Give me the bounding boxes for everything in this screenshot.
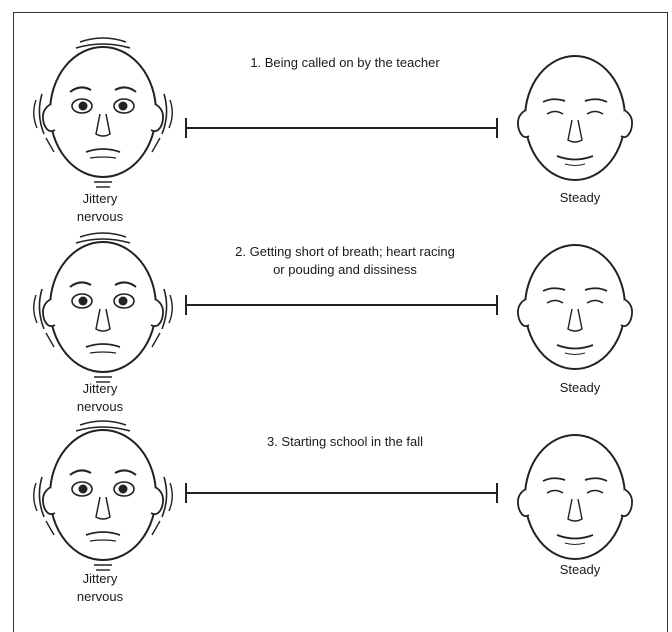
- left-label-line-1: Jittery: [82, 381, 118, 396]
- left-anchor-label: Jittery nervous: [60, 380, 140, 416]
- nervous-face-icon: [28, 413, 178, 573]
- left-anchor-label: Jittery nervous: [60, 190, 140, 226]
- calm-face-icon: [505, 427, 645, 567]
- left-label-line-2: nervous: [76, 399, 124, 414]
- scale-item-3: 3. Starting school in the fall Jittery n…: [0, 415, 672, 615]
- scale-prompt: 3. Starting school in the fall: [200, 433, 490, 451]
- prompt-line-2: or pouding and dissiness: [273, 262, 417, 277]
- left-label-line-1: Jittery: [82, 571, 118, 586]
- scale-prompt: 1. Being called on by the teacher: [200, 54, 490, 72]
- right-anchor-label: Steady: [559, 562, 601, 577]
- prompt-line-1: 3. Starting school in the fall: [266, 434, 424, 449]
- calm-face-icon: [505, 48, 645, 188]
- rating-scale-line[interactable]: [185, 483, 498, 503]
- left-label-line-1: Jittery: [82, 191, 118, 206]
- scale-item-1: 1. Being called on by the teacher Jitter…: [0, 30, 672, 230]
- calm-face-icon: [505, 237, 645, 377]
- nervous-face-icon: [28, 225, 178, 385]
- left-label-line-2: nervous: [76, 589, 124, 604]
- scale-item-2: 2. Getting short of breath; heart racing…: [0, 225, 672, 425]
- rating-scale-line[interactable]: [185, 295, 498, 315]
- scale-prompt: 2. Getting short of breath; heart racing…: [200, 243, 490, 279]
- prompt-line-1: 2. Getting short of breath; heart racing: [235, 244, 455, 259]
- prompt-line-1: 1. Being called on by the teacher: [250, 55, 440, 70]
- left-label-line-2: nervous: [76, 209, 124, 224]
- rating-scale-line[interactable]: [185, 118, 498, 138]
- left-anchor-label: Jittery nervous: [60, 570, 140, 606]
- nervous-face-icon: [28, 30, 178, 190]
- figure-frame: [13, 12, 668, 632]
- right-anchor-label: Steady: [559, 190, 601, 205]
- right-anchor-label: Steady: [559, 380, 601, 395]
